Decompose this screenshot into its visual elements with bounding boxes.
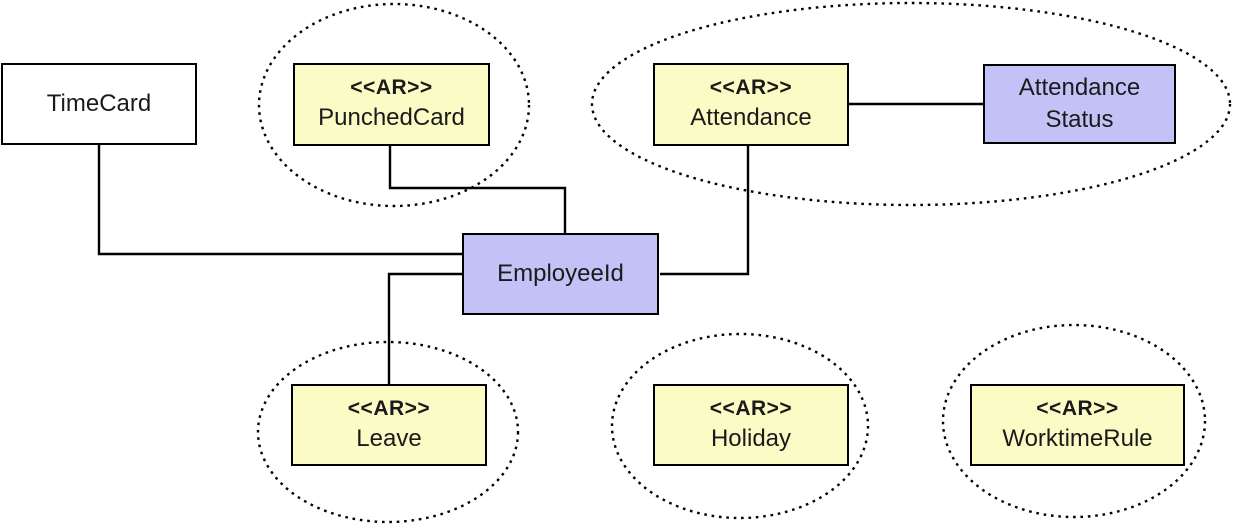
node-label: Holiday: [710, 424, 792, 452]
node-attendance[interactable]: <<AR>> Attendance: [653, 63, 849, 146]
node-timecard[interactable]: TimeCard: [1, 63, 197, 145]
node-attendance-status[interactable]: Attendance Status: [983, 64, 1176, 144]
node-label: WorktimeRule: [1002, 424, 1153, 452]
connector-punchedcard-employeeid: [388, 145, 567, 234]
node-holiday[interactable]: <<AR>> Holiday: [653, 384, 849, 466]
stereotype-label: <<AR>>: [709, 396, 793, 420]
connector-employeeid-leave: [387, 272, 462, 385]
node-employeeid[interactable]: EmployeeId: [462, 233, 659, 315]
connector-attendance-employeeid: [660, 145, 750, 276]
stereotype-label: <<AR>>: [347, 396, 431, 420]
group-ellipse-holiday: [610, 332, 870, 520]
node-worktimerule[interactable]: <<AR>> WorktimeRule: [970, 384, 1185, 466]
node-label: Leave: [356, 424, 422, 452]
group-ellipse-attendance: [590, 1, 1232, 207]
stereotype-label: <<AR>>: [1036, 396, 1119, 420]
group-ellipse-leave: [256, 340, 520, 524]
node-label: TimeCard: [46, 89, 152, 117]
node-label-line1: Attendance: [1018, 73, 1141, 101]
stereotype-label: <<AR>>: [350, 76, 433, 100]
node-leave[interactable]: <<AR>> Leave: [291, 384, 487, 466]
stereotype-label: <<AR>>: [709, 76, 793, 100]
node-label: Attendance: [690, 104, 812, 132]
group-ellipse-worktimerule: [941, 323, 1207, 519]
node-label: PunchedCard: [318, 104, 465, 132]
node-punchedcard[interactable]: <<AR>> PunchedCard: [293, 63, 490, 146]
connector-timecard-employeeid: [97, 145, 462, 256]
node-label: EmployeeId: [497, 259, 624, 287]
group-ellipse-punchedcard: [257, 2, 531, 208]
node-label-line2: Status: [1045, 106, 1114, 133]
